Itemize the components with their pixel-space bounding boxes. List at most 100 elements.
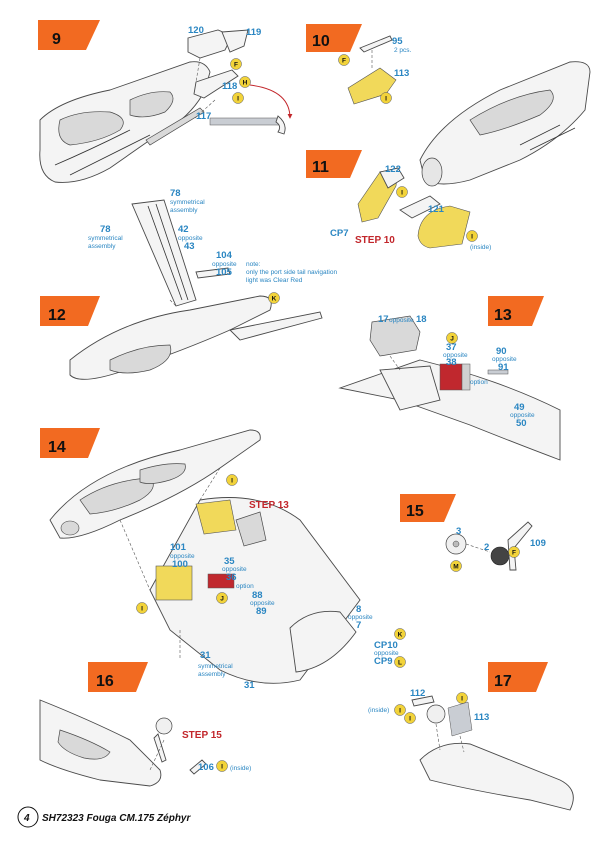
svg-text:I: I — [385, 96, 387, 103]
step-11-label-121: 121 — [428, 204, 445, 215]
step-11-ref-step10: STEP 10 — [355, 235, 395, 246]
page-number: 4 — [23, 813, 30, 824]
svg-text:F: F — [234, 62, 238, 69]
step-13-label-91: 91 — [498, 362, 509, 373]
svg-text:K: K — [272, 296, 277, 303]
svg-text:J: J — [450, 336, 454, 343]
svg-text:M: M — [453, 564, 458, 571]
svg-text:F: F — [342, 58, 346, 65]
marker-i: I — [404, 712, 416, 724]
step-12-label-assembly-a: assembly — [170, 207, 198, 214]
svg-text:J: J — [220, 596, 224, 603]
step-13-label-opp-90: opposite — [492, 356, 517, 363]
step-14-label-opp-101: opposite — [170, 553, 195, 560]
step-14-badge — [40, 428, 100, 458]
step-14-label-opp-8: opposite — [348, 614, 373, 621]
svg-text:I: I — [401, 190, 403, 197]
step-13-label-option: option — [470, 379, 488, 386]
step-16-label-inside: (inside) — [230, 765, 251, 772]
step-13-label-opp-17: opposite — [389, 317, 414, 324]
step-12-note-title: note: — [246, 261, 261, 268]
step-15-number: 15 — [406, 503, 424, 520]
step-15: 15 3 2 109 M F — [400, 494, 546, 572]
step-13-label-49: 49 — [514, 402, 525, 413]
svg-text:I: I — [221, 764, 223, 771]
step-14-label-31b: 31 — [244, 680, 255, 691]
step-13: 13 17 opposite 18 37 opposite 38 90 oppo… — [338, 296, 561, 461]
step-13-label-opp-37: opposite — [443, 352, 468, 359]
marker-k: K — [394, 628, 406, 640]
svg-text:I: I — [409, 716, 411, 723]
step-14-label-cp10: CP10 — [374, 640, 398, 651]
step-9-badge — [38, 20, 100, 50]
marker-f: F — [230, 58, 242, 70]
svg-text:I: I — [141, 606, 143, 613]
step-14-ref-step13: STEP 13 — [249, 500, 289, 511]
step-17-label-113: 113 — [474, 712, 489, 723]
svg-text:K: K — [398, 632, 403, 639]
step-14-label-101: 101 — [170, 542, 187, 553]
step-9-label-120: 120 — [188, 25, 204, 36]
svg-text:I: I — [231, 478, 233, 485]
step-12-note-line2: light was Clear Red — [246, 277, 303, 284]
marker-i: I — [394, 704, 406, 716]
step-16-label-106: 106 — [198, 762, 214, 773]
step-9-label-119: 119 — [246, 27, 261, 38]
step-12-label-42: 42 — [178, 224, 189, 235]
step-13-label-38: 38 — [446, 357, 457, 368]
step-17-fuselage-drawing — [419, 742, 574, 811]
step-14-label-35: 35 — [224, 556, 235, 567]
step-14-label-assembly: assembly — [198, 671, 226, 678]
step-12: 12 78 symmetrical assembly 78 symmetrica… — [40, 188, 337, 380]
marker-i: I — [226, 474, 238, 486]
footer-title: SH72323 Fouga CM.175 Zéphyr — [42, 813, 191, 824]
marker-f: F — [508, 546, 520, 558]
step-11-badge — [306, 150, 362, 178]
marker-l: L — [394, 656, 406, 668]
step-13-label-opp-49: opposite — [510, 412, 535, 419]
marker-i: I — [232, 92, 244, 104]
step-17-badge — [488, 662, 548, 692]
step-14-label-31a: 31 — [200, 650, 211, 661]
step-10-number: 10 — [312, 33, 330, 50]
step-13-label-17: 17 — [378, 314, 389, 325]
step-12-label-78b: 78 — [100, 224, 111, 235]
marker-i: I — [466, 230, 478, 242]
step-12-note-line1: only the port side tail navigation — [246, 269, 337, 276]
step-11-label-cp7: CP7 — [330, 228, 348, 239]
step-15-label-3: 3 — [456, 526, 461, 537]
step-12-number: 12 — [48, 307, 66, 324]
step-16-number: 16 — [96, 673, 114, 690]
step-11-number: 11 — [312, 159, 329, 176]
marker-i: I — [216, 760, 228, 772]
svg-text:I: I — [471, 234, 473, 241]
marker-i: I — [380, 92, 392, 104]
step-14-label-opp-35: opposite — [222, 566, 247, 573]
step-12-label-opp-42: opposite — [178, 235, 203, 242]
step-16-fuselage-drawing — [39, 699, 162, 787]
svg-text:I: I — [399, 708, 401, 715]
step-14-label-89: 89 — [256, 606, 267, 617]
svg-text:H: H — [243, 80, 248, 87]
step-10-label-113: 113 — [394, 68, 409, 79]
step-14-label-cp9: CP9 — [374, 656, 392, 667]
step-16-ref-step15: STEP 15 — [182, 730, 222, 741]
step-9-number: 9 — [52, 31, 61, 48]
svg-text:I: I — [237, 96, 239, 103]
step-11: 11 122 121 CP7 STEP 10 (inside) I I — [306, 61, 591, 251]
step-15-label-109: 109 — [530, 538, 546, 549]
step-12-label-sym-b: symmetrical — [88, 235, 123, 242]
step-12-label-assembly-b: assembly — [88, 243, 116, 250]
step-12-label-104: 104 — [216, 250, 233, 261]
svg-text:L: L — [398, 660, 402, 667]
step-12-label-43: 43 — [184, 241, 195, 252]
page-number-circle — [17, 806, 39, 828]
step-9-label-117: 117 — [196, 111, 211, 122]
step-10: 10 95 2 pcs. 113 F I — [306, 24, 412, 105]
step-14-label-100: 100 — [172, 559, 188, 570]
step-13-number: 13 — [494, 307, 512, 324]
step-13-label-50: 50 — [516, 418, 527, 429]
step-12-label-opp-104: opposite — [212, 261, 237, 268]
marker-i: I — [136, 602, 148, 614]
